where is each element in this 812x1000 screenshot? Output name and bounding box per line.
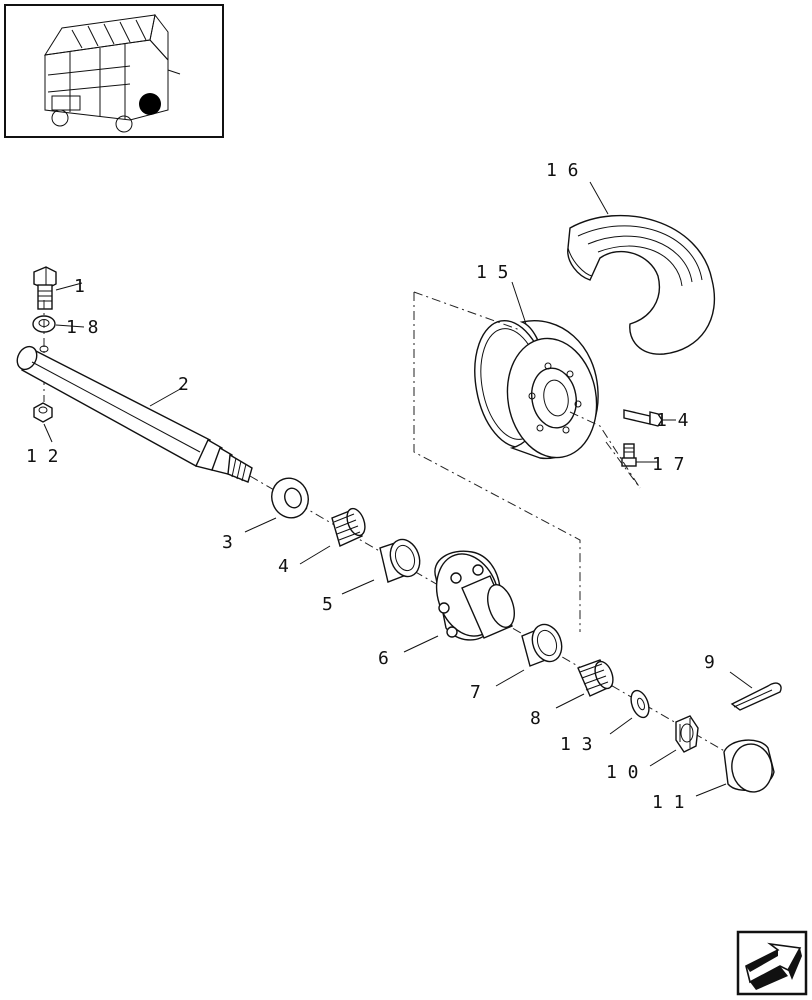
callout-8: 8: [530, 708, 541, 729]
nut-part: [33, 402, 53, 443]
callout-10: 1 0: [606, 762, 639, 783]
callout-6: 6: [378, 648, 389, 669]
callout-4: 4: [278, 556, 289, 577]
valve-stem-part: [621, 443, 658, 467]
wheel-bolt-part: [623, 409, 676, 427]
callout-9: 9: [704, 652, 715, 673]
bearing-cup-outer-part: [495, 623, 563, 687]
callout-5: 5: [322, 594, 333, 615]
callout-1: 1: [74, 276, 85, 297]
castle-nut-part: [649, 715, 699, 767]
flat-washer-part: [609, 689, 650, 735]
bolt-part: [33, 266, 83, 310]
callout-2: 2: [178, 374, 189, 395]
cotter-pin-part: [729, 671, 782, 711]
callout-15: 1 5: [476, 262, 509, 283]
callout-11: 1 1: [652, 792, 685, 813]
callout-7: 7: [470, 682, 481, 703]
axle-part: [16, 345, 253, 483]
callout-17: 1 7: [652, 454, 685, 475]
callout-3: 3: [222, 532, 233, 553]
tire-part: [567, 181, 716, 355]
seal-part: [244, 477, 309, 533]
hub-cap-part: [695, 739, 775, 797]
callout-16: 1 6: [546, 160, 579, 181]
bearing-cone-part: [299, 507, 366, 565]
baler-thumbnail-icon: [4, 4, 224, 138]
callout-18: 1 8: [66, 317, 99, 338]
wheel-rim-part: [474, 281, 599, 460]
next-page-arrow-icon[interactable]: [736, 930, 808, 996]
callout-14: 1 4: [656, 410, 689, 431]
callout-13: 1 3: [560, 734, 593, 755]
callout-12: 1 2: [26, 446, 59, 467]
hub-part: [403, 550, 515, 653]
bearing-cup-part: [341, 538, 421, 595]
bearing-cone-outer-part: [555, 659, 614, 709]
locator-dot: [139, 93, 161, 115]
